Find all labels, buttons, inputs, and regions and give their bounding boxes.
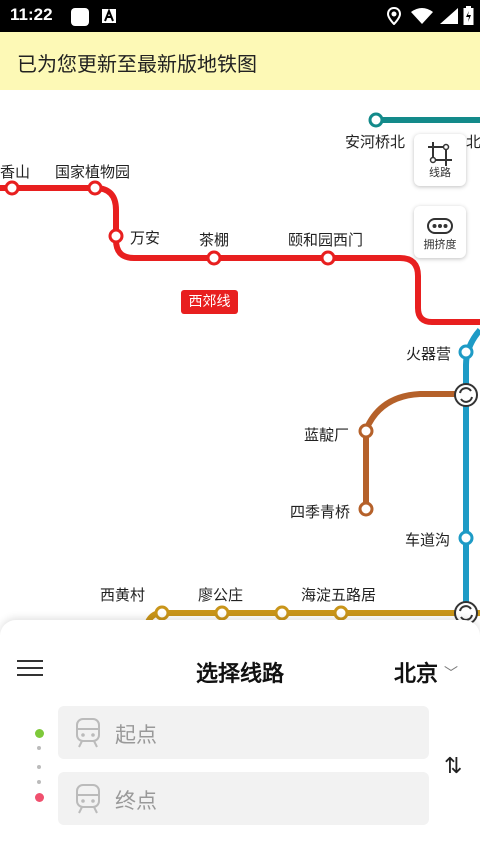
origin-input[interactable]: 起点 — [58, 706, 429, 759]
station-label[interactable]: 蓝靛厂 — [304, 426, 350, 444]
station-label[interactable]: 香山 — [0, 163, 31, 181]
station-label[interactable]: 海淀五路居 — [301, 586, 377, 604]
route-button[interactable]: 线路 — [414, 134, 466, 186]
mobile-signal-icon — [440, 8, 458, 24]
congestion-icon — [427, 218, 453, 234]
a-badge-icon — [102, 9, 116, 23]
battery-icon — [463, 6, 474, 25]
station-dot — [4, 180, 20, 196]
destination-placeholder: 终点 — [115, 789, 157, 813]
city-name: 北京 — [393, 662, 438, 687]
clock: 11:22 — [10, 5, 53, 24]
station-dot — [320, 250, 336, 266]
crop-route-icon — [428, 142, 452, 166]
connector-dot — [37, 765, 41, 769]
sheet-title: 选择线路 — [195, 662, 284, 687]
menu-icon[interactable] — [17, 660, 43, 680]
origin-placeholder: 起点 — [115, 723, 157, 747]
station-dot — [108, 228, 124, 244]
chevron-down-icon: ﹀ — [444, 666, 458, 682]
station-dot — [274, 605, 290, 621]
station-label[interactable]: 北 — [466, 133, 480, 151]
station-dot — [358, 501, 374, 517]
station-label[interactable]: 火器营 — [406, 345, 452, 363]
station-label[interactable]: 西黄村 — [100, 586, 146, 604]
notification-square-icon — [71, 8, 89, 26]
map-lines — [0, 112, 480, 630]
station-label[interactable]: 万安 — [130, 229, 161, 247]
station-label[interactable]: 安河桥北 — [345, 133, 406, 151]
destination-input[interactable]: 终点 — [58, 772, 429, 825]
station-dot — [368, 112, 384, 128]
station-label[interactable]: 颐和园西门 — [288, 231, 364, 249]
update-banner: 已为您更新至最新版地铁图 — [0, 32, 480, 90]
route-button-label: 线路 — [429, 166, 451, 179]
station-dot — [154, 605, 170, 621]
station-dot — [458, 530, 474, 546]
station-dot — [206, 250, 222, 266]
train-icon — [76, 784, 100, 814]
city-selector[interactable]: 北京 ﹀ — [394, 656, 458, 688]
location-icon — [387, 7, 401, 25]
train-icon — [76, 718, 100, 748]
station-label[interactable]: 四季青桥 — [290, 503, 351, 521]
station-dot — [333, 605, 349, 621]
station-dot — [458, 344, 474, 360]
connector-dot — [37, 780, 41, 784]
destination-dot — [35, 793, 44, 802]
swap-stations-button[interactable]: ⇅ — [444, 754, 463, 779]
congestion-button[interactable]: 拥挤度 — [414, 206, 466, 258]
station-label[interactable]: 车道沟 — [405, 531, 451, 549]
subway-map[interactable]: 安河桥北 北 香山 国家植物园 万安 茶棚 颐和园西门 火器营 蓝靛厂 四季青桥… — [0, 90, 480, 630]
brown-line — [363, 391, 466, 510]
xijiao-line — [0, 185, 480, 325]
station-dot — [358, 423, 374, 439]
wifi-icon — [411, 8, 433, 24]
status-bar: 11:22 — [0, 0, 480, 32]
station-dot — [87, 180, 103, 196]
station-label[interactable]: 茶棚 — [199, 231, 230, 249]
station-label[interactable]: 国家植物园 — [55, 163, 131, 181]
origin-dot — [35, 729, 44, 738]
update-message: 已为您更新至最新版地铁图 — [17, 52, 257, 76]
line-name-badge[interactable]: 西郊线 — [181, 290, 238, 314]
station-label[interactable]: 廖公庄 — [198, 586, 244, 604]
congestion-button-label: 拥挤度 — [423, 238, 457, 251]
connector-dot — [37, 746, 41, 750]
station-dot — [214, 605, 230, 621]
blue-line — [463, 328, 480, 630]
transfer-station-icon — [454, 383, 478, 407]
